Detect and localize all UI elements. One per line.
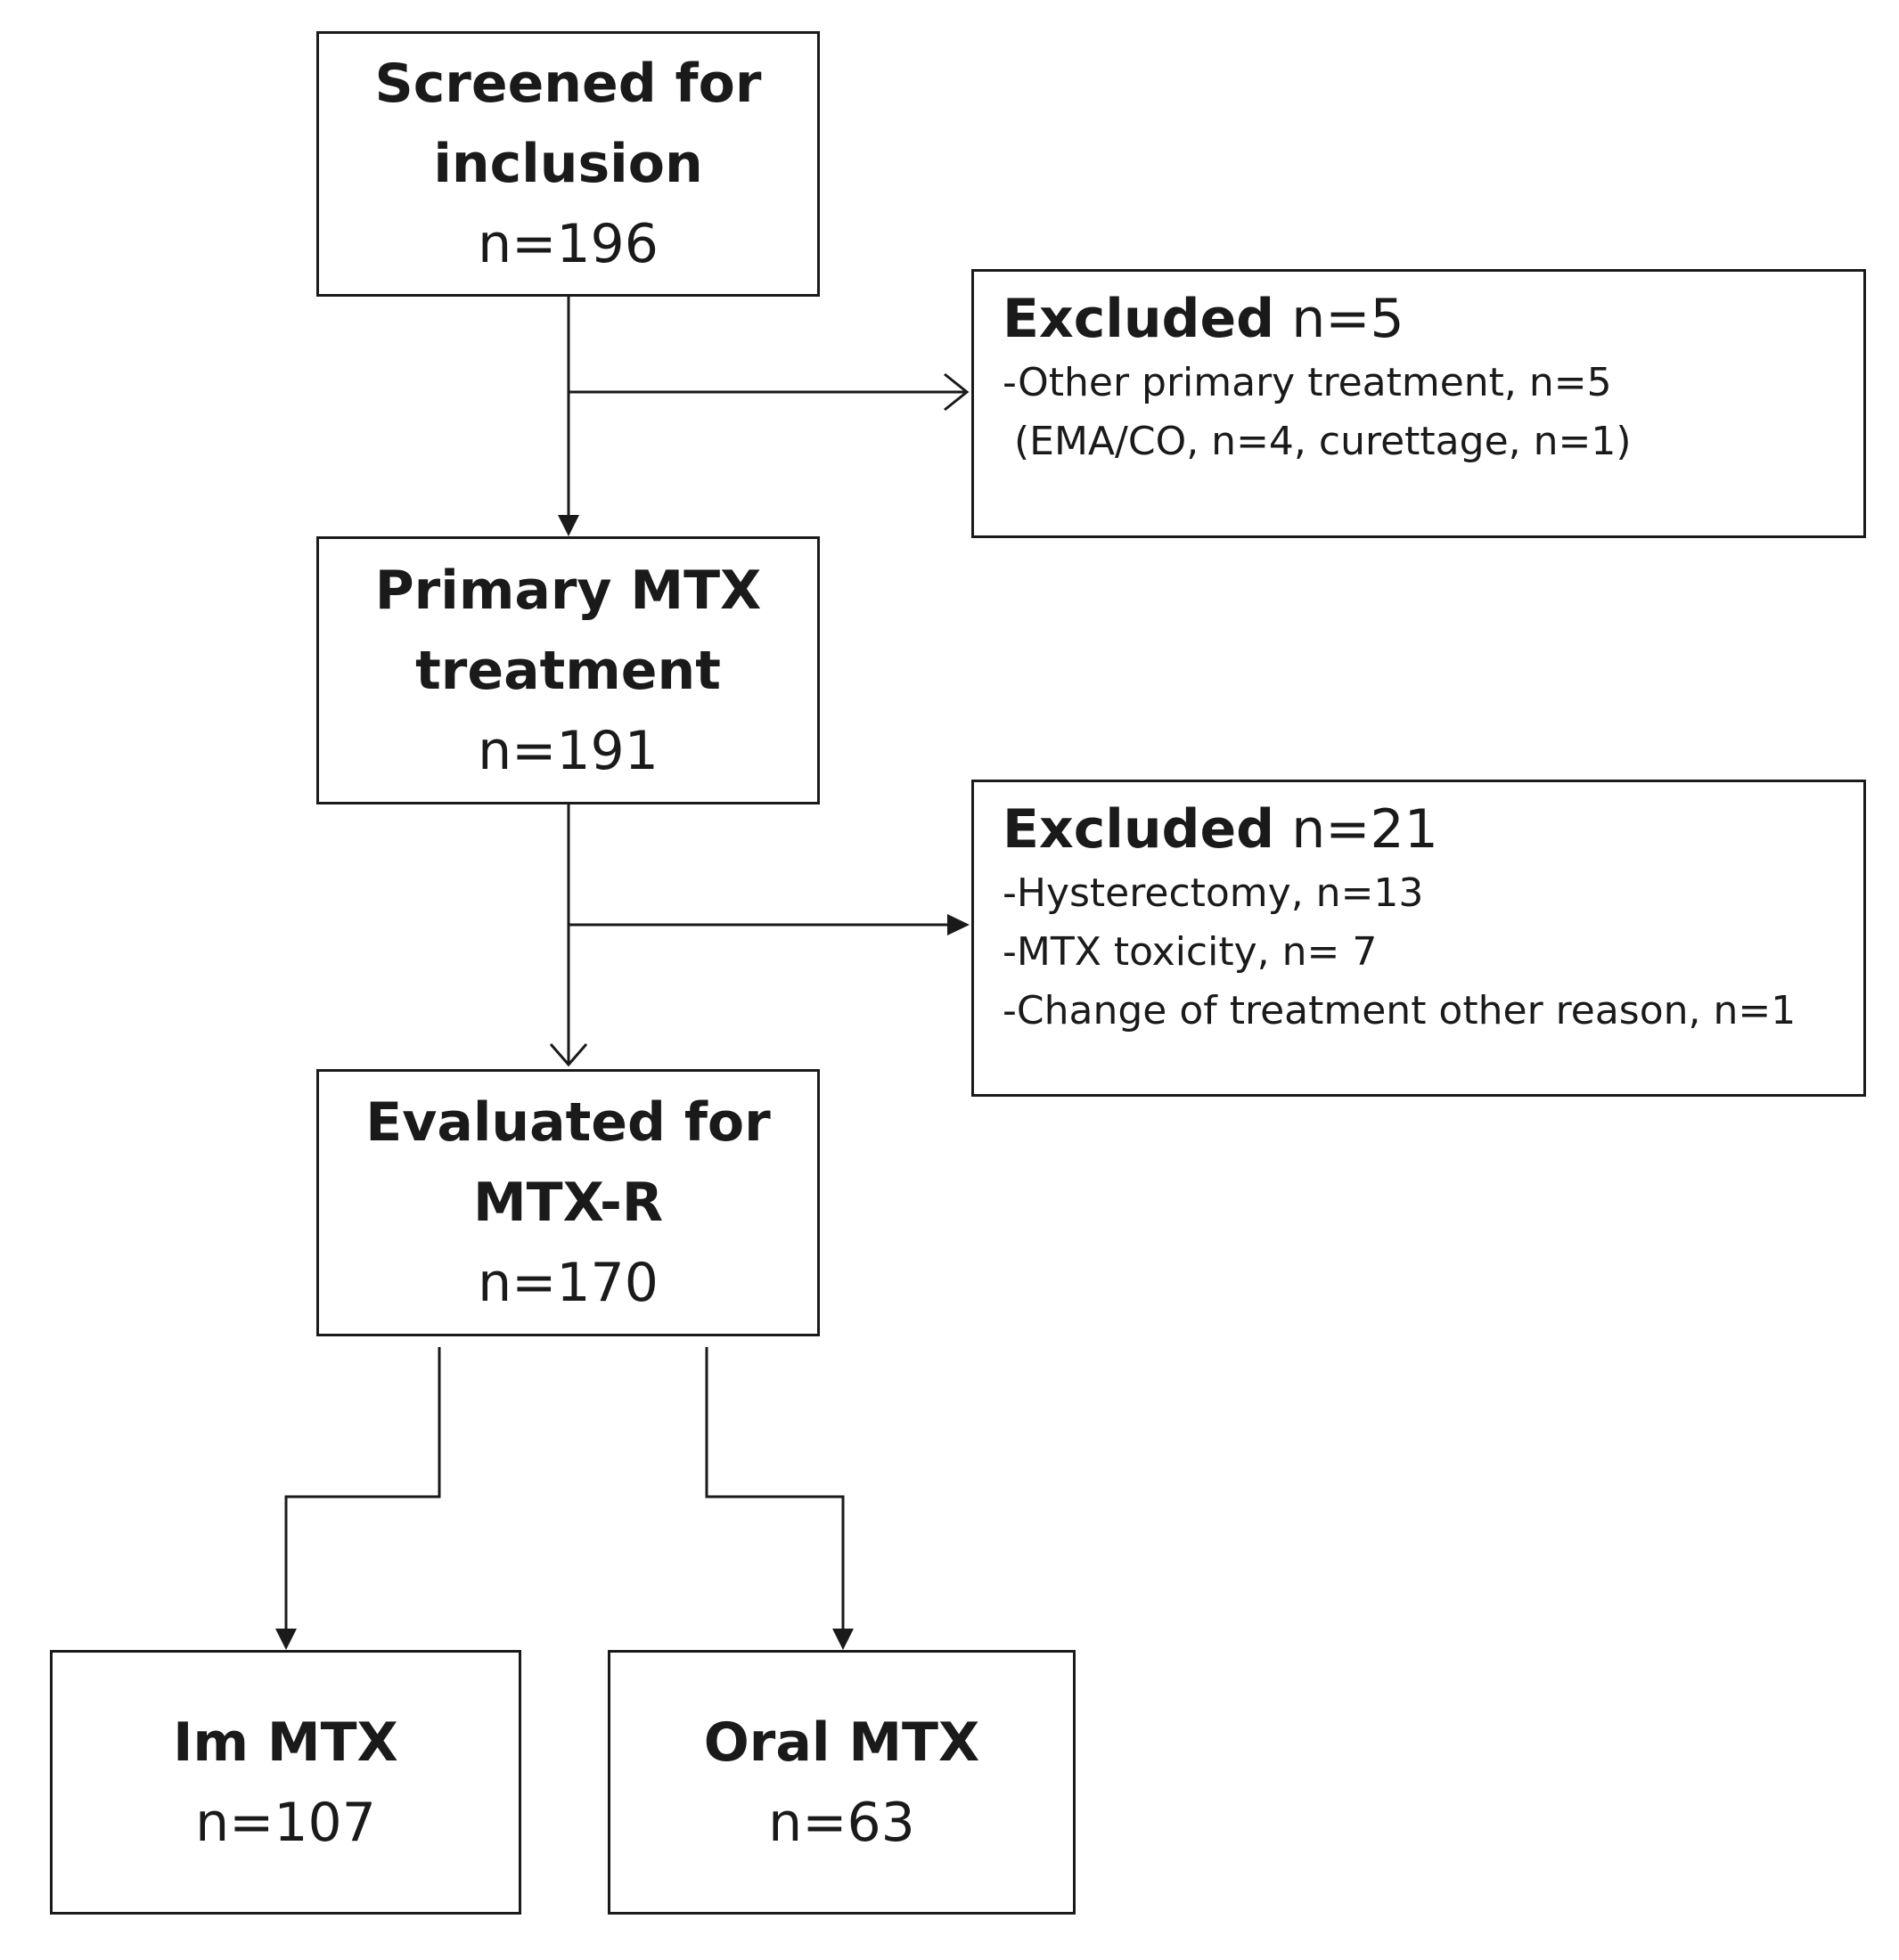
screened-count: n=196 xyxy=(478,213,659,275)
arrowhead-im xyxy=(275,1629,297,1650)
im-mtx-title: Im MTX xyxy=(173,1711,398,1774)
excluded-2-item: -Change of treatment other reason, n=1 xyxy=(1003,988,1797,1033)
open-arrowhead-evaluated xyxy=(549,1043,588,1067)
oral-mtx-count: n=63 xyxy=(768,1791,915,1854)
excluded-1-heading: Excluded n=5 xyxy=(1003,284,1863,354)
oral-mtx-title: Oral MTX xyxy=(703,1711,980,1774)
excluded-2-item: -MTX toxicity, n= 7 xyxy=(1003,929,1378,975)
screened-box: Screened for inclusion n=196 xyxy=(316,31,820,297)
excluded-2-heading-label: Excluded xyxy=(1003,798,1275,861)
excluded-box-2: Excluded n=21 -Hysterectomy, n=13 -MTX t… xyxy=(971,780,1866,1097)
arrowhead-excluded-2 xyxy=(947,914,970,935)
oral-mtx-box: Oral MTX n=63 xyxy=(608,1650,1076,1915)
im-mtx-count: n=107 xyxy=(195,1791,376,1854)
arrowhead-oral xyxy=(832,1629,854,1650)
excluded-2-count: n=21 xyxy=(1291,798,1438,861)
primary-title-line1: Primary MTX xyxy=(374,559,762,622)
evaluated-box: Evaluated for MTX-R n=170 xyxy=(316,1069,820,1336)
excluded-1-count: n=5 xyxy=(1291,288,1404,350)
excluded-2-item: -Hysterectomy, n=13 xyxy=(1003,870,1424,916)
connector-evaluated-to-oral xyxy=(705,1347,845,1630)
evaluated-title-line2: MTX-R xyxy=(472,1172,664,1234)
screened-title-line2: inclusion xyxy=(433,133,703,195)
connector-evaluated-to-im xyxy=(284,1347,441,1630)
excluded-2-heading: Excluded n=21 xyxy=(1003,795,1863,864)
excluded-box-1: Excluded n=5 -Other primary treatment, n… xyxy=(971,269,1866,538)
excluded-1-heading-label: Excluded xyxy=(1003,288,1275,350)
im-mtx-box: Im MTX n=107 xyxy=(50,1650,521,1915)
primary-title-line2: treatment xyxy=(415,639,721,702)
primary-count: n=191 xyxy=(478,719,659,782)
evaluated-count: n=170 xyxy=(478,1252,659,1314)
excluded-1-item: -Other primary treatment, n=5 xyxy=(1003,360,1612,405)
primary-box: Primary MTX treatment n=191 xyxy=(316,536,820,804)
screened-title-line1: Screened for xyxy=(374,53,762,115)
evaluated-title-line1: Evaluated for xyxy=(365,1091,771,1154)
excluded-1-item: (EMA/CO, n=4, curettage, n=1) xyxy=(1014,419,1632,464)
arrowhead-primary xyxy=(558,515,579,536)
open-arrowhead-excluded-1 xyxy=(944,372,970,412)
